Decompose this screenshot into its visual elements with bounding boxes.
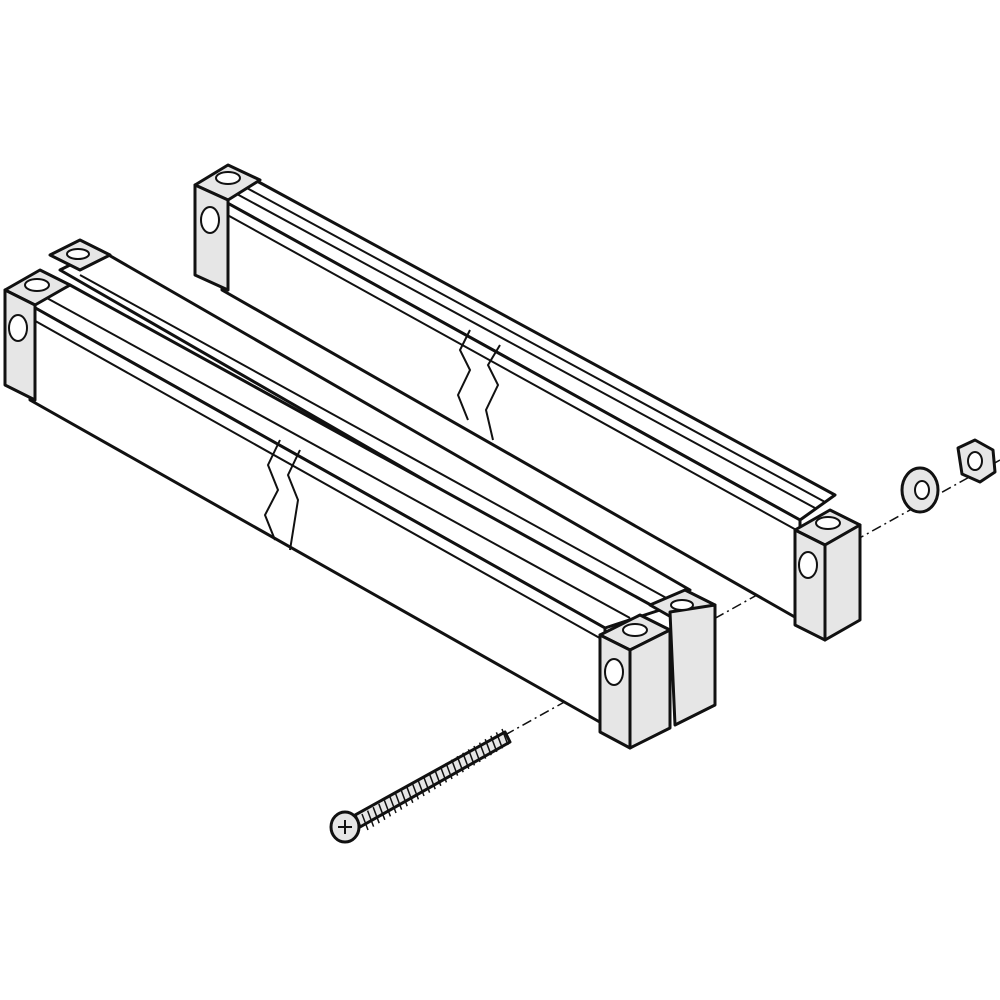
screw-thread bbox=[467, 749, 476, 766]
screw-thread bbox=[445, 762, 453, 780]
screw-thread bbox=[394, 793, 403, 810]
screw-thread bbox=[400, 789, 408, 807]
screw-thread bbox=[372, 806, 380, 824]
screw-thread bbox=[473, 745, 481, 763]
screw-thread bbox=[495, 732, 504, 749]
screw-thread bbox=[484, 738, 492, 756]
screw-thread bbox=[366, 810, 375, 827]
screw-thread bbox=[417, 779, 425, 797]
screw-thread bbox=[490, 735, 498, 753]
screw-thread bbox=[428, 772, 436, 790]
screw-thread bbox=[439, 766, 448, 783]
screw-thread bbox=[434, 769, 442, 787]
screw-thread bbox=[462, 752, 470, 770]
screw-thread bbox=[389, 796, 397, 814]
screw-thread bbox=[478, 742, 487, 759]
screw-thread bbox=[450, 759, 459, 776]
screw-thread bbox=[501, 728, 509, 746]
screw-thread bbox=[378, 803, 386, 821]
screw-thread bbox=[422, 776, 431, 793]
screw-thread bbox=[361, 813, 369, 831]
washer bbox=[900, 466, 940, 514]
front-bar-assembly bbox=[3, 238, 717, 750]
hex-nut bbox=[956, 438, 997, 484]
screw-thread bbox=[406, 786, 414, 804]
screw-thread bbox=[383, 800, 392, 817]
screw bbox=[329, 728, 512, 844]
screw-thread bbox=[456, 755, 464, 773]
rear-bar-assembly bbox=[193, 163, 862, 642]
screw-thread bbox=[411, 783, 420, 800]
